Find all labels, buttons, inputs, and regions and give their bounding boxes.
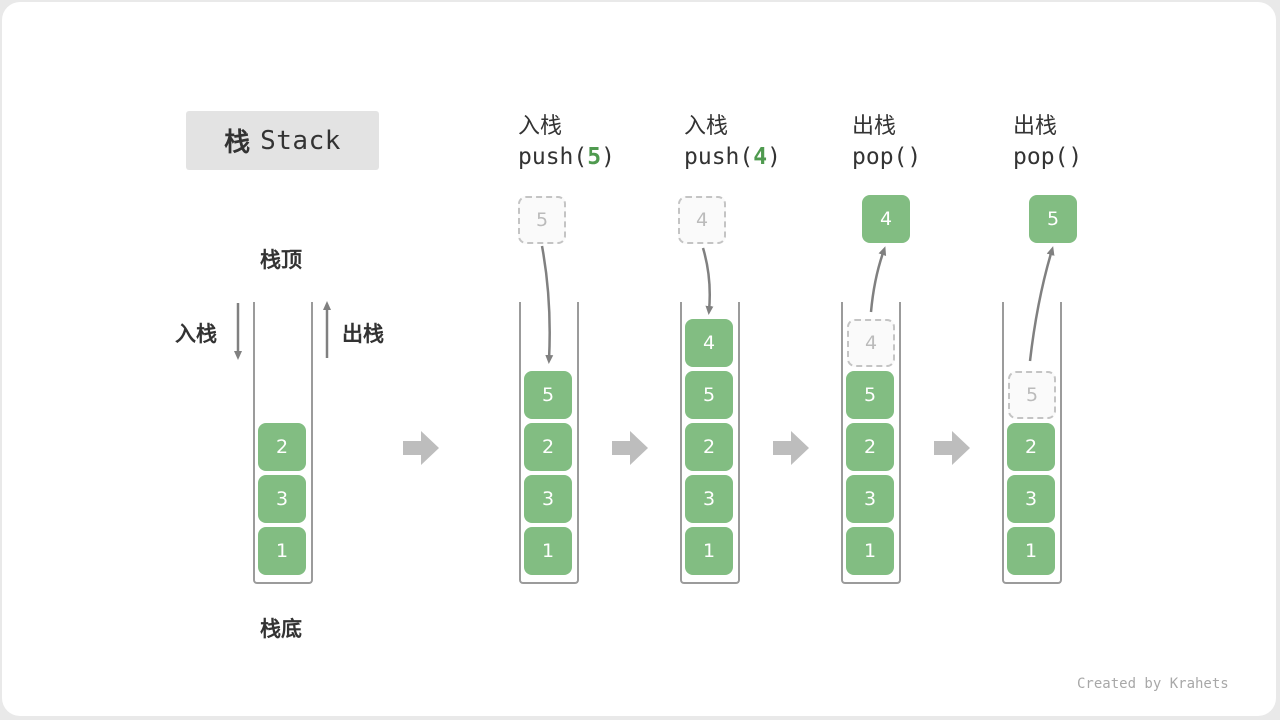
stack-container-step2 xyxy=(680,302,740,584)
stack-block: 3 xyxy=(524,475,572,523)
stack-block: 2 xyxy=(524,423,572,471)
stack-block: 2 xyxy=(1007,423,1055,471)
stack-block: 3 xyxy=(685,475,733,523)
stack-block: 1 xyxy=(258,527,306,575)
stack-block: 5 xyxy=(524,371,572,419)
stack-block: 2 xyxy=(685,423,733,471)
step4-code: pop() xyxy=(1013,144,1083,170)
stack-bottom-label: 栈底 xyxy=(260,617,302,641)
step2-code-suffix: ) xyxy=(767,144,781,170)
stack-top-label: 栈顶 xyxy=(260,248,302,272)
step1-code: push(5) xyxy=(518,144,615,170)
stack-block: 3 xyxy=(258,475,306,523)
step1-code-arg: 5 xyxy=(587,144,602,170)
step4-pop-arrow xyxy=(1028,246,1055,362)
step3-pop-arrow xyxy=(869,246,887,313)
step2-code-arg: 4 xyxy=(753,144,768,170)
step2-code: push(4) xyxy=(684,144,781,170)
stack-block: 1 xyxy=(846,527,894,575)
step4-popped-block: 5 xyxy=(1029,195,1077,243)
step2-code-prefix: push( xyxy=(684,144,754,170)
stack-block: 1 xyxy=(685,527,733,575)
push-label: 入栈 xyxy=(175,322,217,346)
pop-label: 出栈 xyxy=(342,322,384,346)
step2-incoming-ghost: 4 xyxy=(678,196,726,244)
step1-code-suffix: ) xyxy=(601,144,615,170)
stack-block: 5 xyxy=(685,371,733,419)
stack-container-initial xyxy=(253,302,313,584)
step3-removed-ghost: 4 xyxy=(847,319,895,367)
step1-code-prefix: push( xyxy=(518,144,588,170)
step2-op-label: 入栈 xyxy=(684,114,729,139)
stack-block: 3 xyxy=(1007,475,1055,523)
step4-removed-ghost: 5 xyxy=(1008,371,1056,419)
footer-credit: Created by Krahets xyxy=(1077,676,1229,692)
step3-code: pop() xyxy=(852,144,922,170)
stack-block: 1 xyxy=(1007,527,1055,575)
step4-op-label: 出栈 xyxy=(1013,114,1058,139)
step2-push-arrow xyxy=(701,247,714,315)
stack-block: 2 xyxy=(846,423,894,471)
step1-push-arrow xyxy=(540,245,554,364)
title-badge: 栈 Stack xyxy=(186,111,379,170)
stack-block: 4 xyxy=(685,319,733,367)
stack-block: 3 xyxy=(846,475,894,523)
step1-op-label: 入栈 xyxy=(518,114,563,139)
stack-container-step1 xyxy=(519,302,579,584)
title-cn: 栈 xyxy=(224,128,251,158)
stack-container-step3 xyxy=(841,302,901,584)
step-arrow-3 xyxy=(773,431,809,465)
stack-block: 2 xyxy=(258,423,306,471)
step-arrow-1 xyxy=(403,431,439,465)
step1-incoming-ghost: 5 xyxy=(518,196,566,244)
step3-popped-block: 4 xyxy=(862,195,910,243)
stack-block: 5 xyxy=(846,371,894,419)
step3-op-label: 出栈 xyxy=(852,114,897,139)
stack-block: 1 xyxy=(524,527,572,575)
step-arrow-2 xyxy=(612,431,648,465)
stack-container-step4 xyxy=(1002,302,1062,584)
title-en: Stack xyxy=(260,125,341,156)
step-arrow-4 xyxy=(934,431,970,465)
